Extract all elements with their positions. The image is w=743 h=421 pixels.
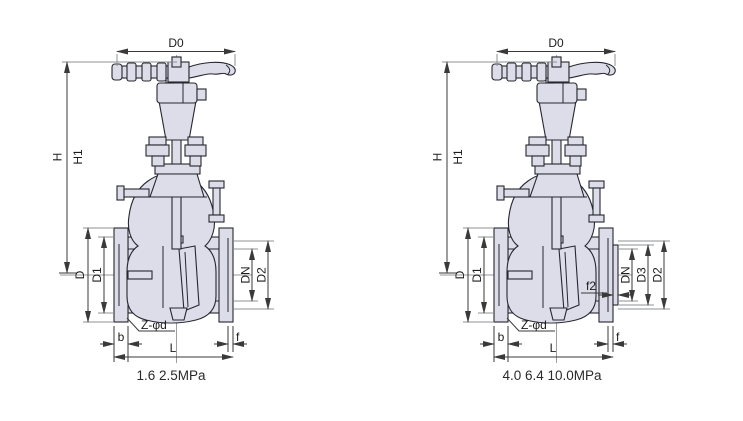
dim-d0-right: D0: [496, 36, 616, 66]
dim-d0-left: D0: [116, 36, 236, 66]
dim-d2-left: D2: [234, 240, 274, 310]
valve-left: D0 H H1 D D1 DN: [51, 36, 274, 383]
dim-label-h1-right: H1: [451, 149, 465, 165]
dim-d1-left: D1: [90, 236, 113, 314]
dim-label-d1-left: D1: [90, 267, 104, 283]
caption-right: 4.0 6.4 10.0MPa: [502, 368, 602, 383]
dim-label-zd-left: Z-φd: [141, 318, 167, 332]
dim-h-h1-left: H H1: [51, 61, 177, 274]
dim-label-b-left: b: [118, 330, 125, 344]
dim-h-h1-right: H H1: [431, 61, 557, 274]
dim-label-d-left: D: [73, 270, 87, 279]
dim-label-d1-right: D1: [470, 267, 484, 283]
dim-label-d3-right: D3: [635, 267, 649, 283]
dim-label-d2-left: D2: [255, 267, 269, 283]
caption-left: 1.6 2.5MPa: [136, 368, 206, 383]
dim-zd-right: Z-φd: [506, 317, 555, 332]
dim-label-h-left: H: [51, 153, 65, 162]
dim-dn-left: DN: [234, 248, 258, 302]
flange-face-step: [612, 244, 619, 306]
dim-label-d0-right: D0: [548, 36, 564, 50]
dim-d3-right: D3: [618, 244, 654, 306]
dim-d-left: D: [73, 227, 113, 323]
dim-label-l-right: L: [550, 341, 557, 355]
dim-d-right: D: [453, 227, 493, 323]
dim-dn-right: DN: [618, 248, 638, 302]
dim-d1-right: D1: [470, 236, 493, 314]
dim-label-dn-right: DN: [619, 266, 633, 283]
dim-l-left: L: [113, 341, 234, 360]
dim-f-right: f: [594, 326, 627, 352]
dim-label-f-left: f: [236, 330, 240, 344]
valve-body-left: [59, 54, 253, 364]
dim-label-dn-left: DN: [239, 266, 253, 283]
dim-label-h1-left: H1: [71, 149, 85, 165]
dim-label-d-right: D: [453, 270, 467, 279]
valve-right: D0 H H1 D D1 DN: [431, 36, 670, 383]
dim-f-left: f: [214, 326, 247, 352]
dim-label-b-right: b: [498, 330, 505, 344]
dim-f2-right: f2: [581, 279, 632, 298]
valve-body-right: [439, 54, 633, 364]
dim-label-zd-right: Z-φd: [521, 318, 547, 332]
dim-label-d2-right: D2: [651, 267, 665, 283]
dim-l-right: L: [493, 341, 614, 360]
dim-label-h-right: H: [431, 153, 445, 162]
dim-label-f2-right: f2: [586, 279, 596, 293]
dim-zd-left: Z-φd: [126, 317, 175, 332]
dim-d2-right: D2: [618, 240, 670, 310]
dim-label-l-left: L: [170, 341, 177, 355]
dim-label-d0-left: D0: [168, 36, 184, 50]
dim-label-f-right: f: [616, 330, 620, 344]
